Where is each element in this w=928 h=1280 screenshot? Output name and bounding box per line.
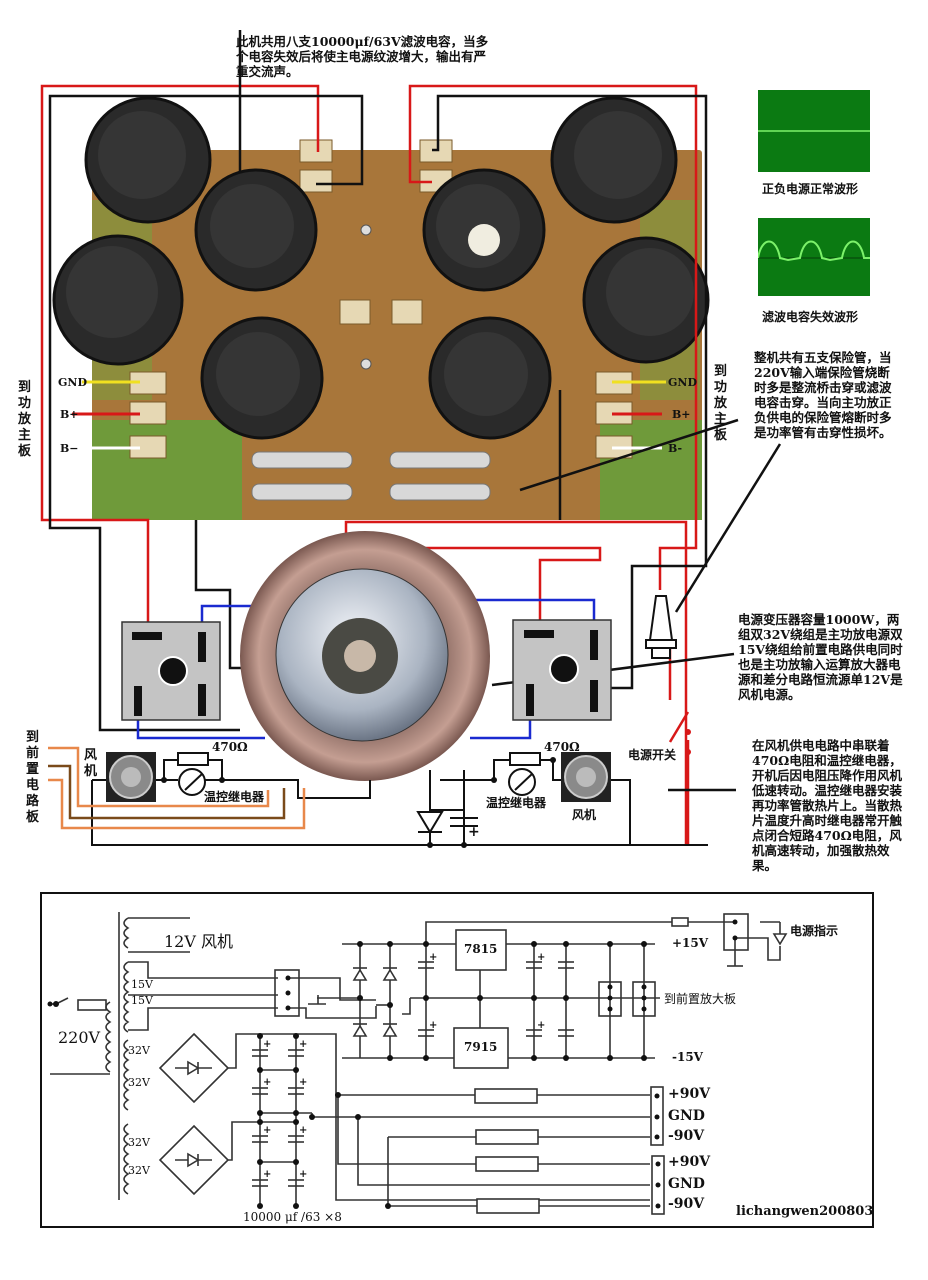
to-preamp-label: 到前置电路板 [26, 730, 40, 825]
power-switch-label: 电源开关 [628, 748, 677, 762]
svg-text:+: + [299, 1039, 307, 1050]
filter-capacitors [52, 96, 710, 440]
wiring-diagram: + [40, 30, 782, 848]
fan-right-label: 风机 [572, 808, 597, 822]
bridge-rectifier-left [121, 621, 221, 721]
mains-fuse [77, 999, 107, 1011]
svg-text:+: + [429, 952, 437, 963]
indicator-connector [723, 913, 749, 951]
mains-fuse-holder [645, 595, 677, 659]
output1-pos-label: +90V [668, 1086, 711, 1102]
scope-failed-waveform [757, 218, 870, 296]
power-indicator-label: 电源指示 [790, 924, 839, 938]
main-winding-2 [123, 1123, 130, 1195]
fuses [251, 451, 491, 501]
to-main-amp-right-label: 到功放主板 [714, 364, 728, 443]
capacitor-plus-marks: + + + + + + + + + + + + [263, 952, 545, 1180]
bplus-label-left: B+ [60, 408, 79, 421]
fan-circuit-wires [91, 752, 708, 846]
gnd-label-left: GND [58, 376, 87, 389]
capacitor-pcb [52, 96, 710, 520]
svg-text:+: + [263, 1125, 271, 1136]
bminus-label-right: B- [668, 442, 683, 455]
svg-text:+: + [263, 1169, 271, 1180]
regulator-7915-label: 7915 [464, 1040, 498, 1054]
main-winding-1 [123, 1039, 130, 1111]
preamp-wires [48, 746, 306, 830]
tap-32v-c-label: 32V [128, 1136, 150, 1149]
svg-text:+: + [299, 1125, 307, 1136]
output2-neg-label: -90V [668, 1196, 705, 1212]
output2-pos-label: +90V [668, 1154, 711, 1170]
resistor-470-right-label: 470Ω [544, 740, 580, 754]
power-switch-contacts [685, 729, 691, 755]
output1-gnd-label: GND [668, 1108, 705, 1124]
author-signature: lichangwen200803 [736, 1204, 874, 1219]
tap-15v-b-label: 15V [131, 994, 153, 1007]
output2-gnd-label: GND [668, 1176, 705, 1192]
preamp-connector-1 [598, 981, 622, 1017]
svg-text:+: + [537, 952, 545, 963]
rail-neg15-label: -15V [672, 1050, 703, 1064]
to-main-amp-left-label: 到功放主板 [18, 380, 32, 459]
schematic-junctions [47, 919, 738, 1209]
fan-winding-label: 12V 风机 [164, 932, 234, 951]
fan-left [106, 752, 156, 802]
tap-15v-a-label: 15V [131, 978, 153, 991]
failed-waveform-caption: 滤波电容失效波形 [762, 310, 859, 324]
transformer-note: 电源变压器容量1000W，两组双32V绕组是主功放电源双15V绕组给前置电路供电… [738, 612, 903, 702]
bridge-rectifier-right [512, 619, 612, 721]
gnd-label-right: GND [668, 376, 697, 389]
svg-text:+: + [299, 1169, 307, 1180]
svg-text:+: + [299, 1077, 307, 1088]
toroidal-transformer [240, 531, 490, 781]
schematic-frame [40, 892, 874, 1228]
regulator-7815-label: 7815 [464, 942, 498, 956]
output-connector-2 [651, 1155, 665, 1215]
svg-text:+: + [468, 824, 480, 840]
preamp-connector-2 [632, 981, 656, 1017]
ripple-trace [757, 240, 870, 262]
tap-32v-b-label: 32V [128, 1076, 150, 1089]
rail-pos15-label: +15V [672, 936, 709, 950]
tap-32v-a-label: 32V [128, 1044, 150, 1057]
svg-text:+: + [537, 1020, 545, 1031]
fan-right [561, 752, 611, 802]
to-preamp-board-label: 到前置放大板 [664, 992, 737, 1006]
svg-text:+: + [429, 1020, 437, 1031]
fan-circuit-note: 在风机供电电路中串联着470Ω电阻和温控继电器，开机后因电阻压降作用风机低速转动… [752, 738, 903, 873]
pcb-green-area-left [92, 420, 242, 520]
fuse-note: 整机共有五支保险管，当220V输入端保险管烧断时多是整流桥击穿或滤波电容击穿。当… [754, 350, 892, 440]
normal-trace [758, 130, 870, 132]
bminus-label-left: B− [60, 442, 79, 455]
resistor-470-left-label: 470Ω [212, 740, 248, 754]
normal-waveform-caption: 正负电源正常波形 [762, 182, 859, 196]
thermo-relay-left-label: 温控继电器 [204, 790, 265, 804]
capacitor-spec-label: 10000 μf /63 ×8 [243, 1210, 342, 1224]
regulator-7915 [453, 1027, 509, 1069]
output-connector-1 [650, 1086, 664, 1146]
regulator-7815 [455, 929, 507, 971]
bplus-label-right: B+ [672, 408, 691, 421]
scope-normal-waveform [758, 90, 870, 172]
output1-neg-label: -90V [668, 1128, 705, 1144]
tap-32v-d-label: 32V [128, 1164, 150, 1177]
svg-text:+: + [263, 1039, 271, 1050]
svg-text:+: + [263, 1077, 271, 1088]
preamp-winding [123, 961, 130, 1033]
fan-circuit-junctions [161, 757, 556, 848]
primary-winding [105, 1001, 112, 1073]
thermo-relay-right-label: 温控继电器 [486, 796, 547, 810]
terminal-pads [129, 139, 633, 459]
mains-voltage-label: 220V [58, 1028, 101, 1047]
fan-left-label: 风机 [84, 748, 98, 779]
fan-winding [123, 917, 130, 949]
filter-capacitor-note: 此机共用八支10000μf/63V滤波电容，当多个电容失效后将使主电源纹波增大，… [236, 34, 489, 79]
